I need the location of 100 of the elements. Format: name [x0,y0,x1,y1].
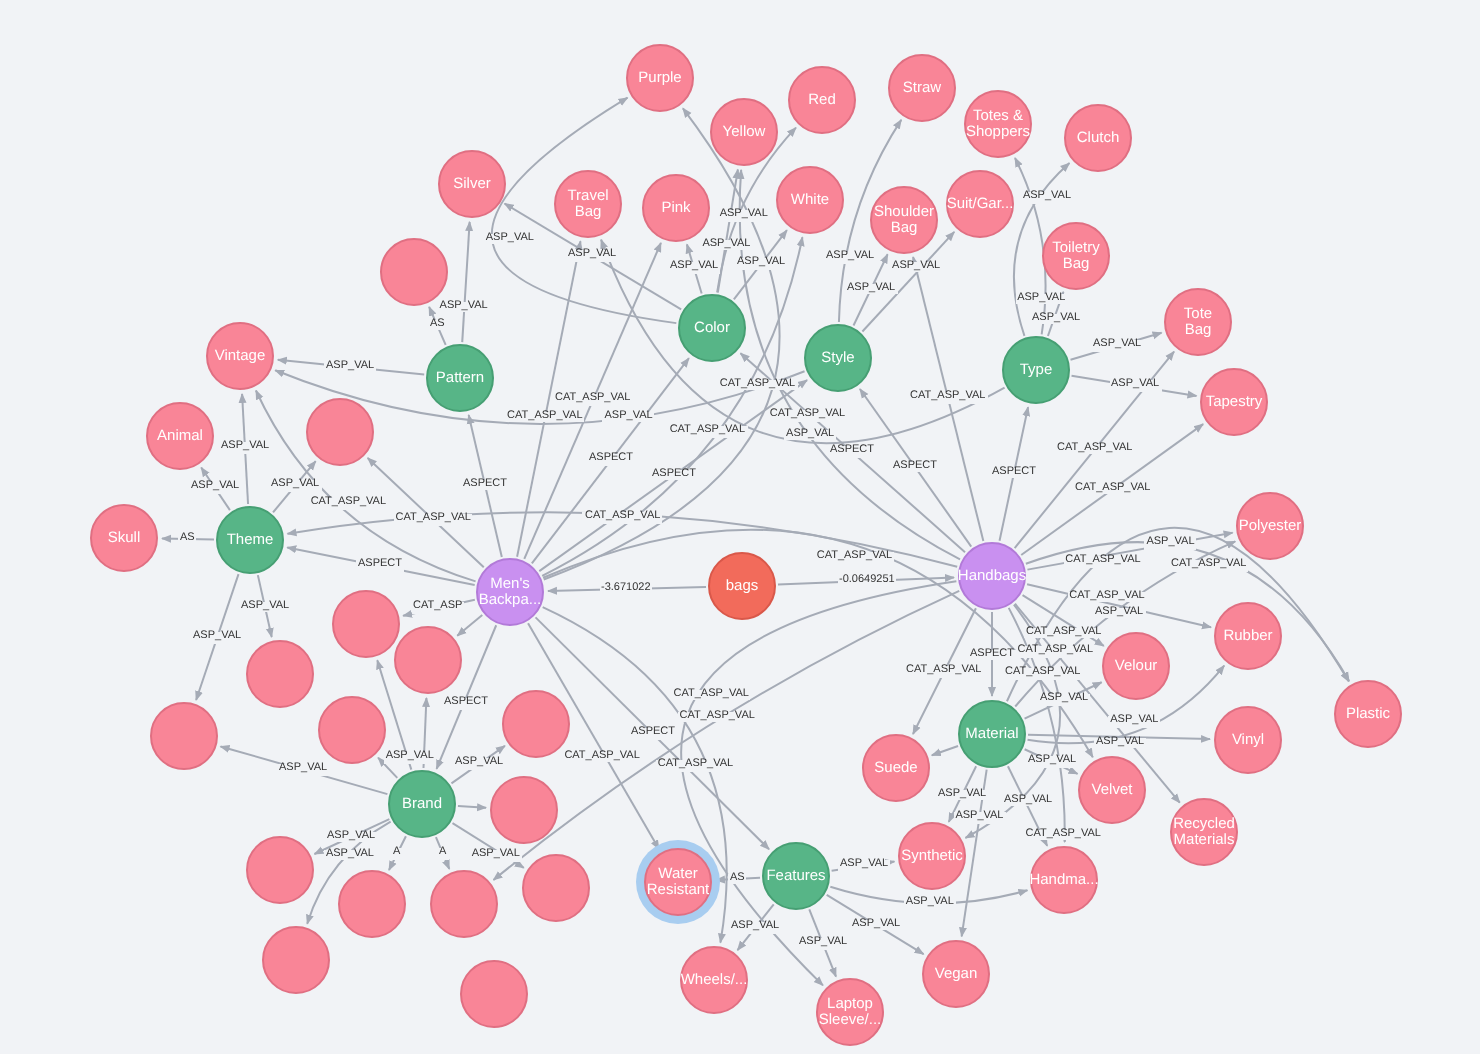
relationship-arrow [256,574,274,638]
relationship-arrow [1013,350,1176,550]
relationship-arrow [861,230,956,333]
value-node [1102,632,1170,700]
relationship-arrow [988,611,996,697]
relationship-arrow [1013,162,1071,337]
relationship-arrow [930,745,960,757]
relationship-arrow [534,616,771,851]
value-node [1064,104,1132,172]
value-node [522,854,590,922]
value-node [922,940,990,1008]
value-node [776,166,844,234]
aspect-node [1002,336,1070,404]
relationship-arrow [527,622,660,851]
relationship-arrow [541,606,728,944]
relationship-arrow [435,624,498,770]
value-node [1164,288,1232,356]
relationship-arrow [808,908,837,978]
relationship-arrow [716,168,741,294]
value-node [1078,756,1146,824]
value-node [888,54,956,122]
relationship-arrow [1020,423,1205,556]
value-node [898,822,966,890]
value-node [1042,222,1110,290]
value-node [332,590,400,658]
value-node [90,504,158,572]
relationship-arrow [503,202,683,311]
relationship-arrow [254,389,477,583]
relationship-arrow [530,357,690,565]
value-node [1170,798,1238,866]
value-node [1214,706,1282,774]
relationship-arrow [542,107,781,581]
relationship-arrow [516,240,583,558]
value-node [490,776,558,844]
aspect-node [678,294,746,362]
value-node [206,322,274,390]
aspect-node [958,700,1026,768]
relationship-arrow [1005,526,1350,703]
relationship-arrow [998,406,1031,542]
relationship-arrow [541,236,805,577]
value-node [318,696,386,764]
aspect-node [762,842,830,910]
value-node [246,836,314,904]
value-node [394,626,462,694]
value-node [338,870,406,938]
relationship-arrow [1027,733,1211,743]
aspect-node [388,770,456,838]
relationship-arrow [195,573,240,701]
relationship-arrow [739,352,967,554]
bags-node [708,552,776,620]
relationship-arrow [959,768,988,938]
value-node [1214,602,1282,670]
relationship-arrow [1006,765,1049,847]
relationship-arrow [388,835,407,871]
value-node [430,870,498,938]
relationship-arrow [366,457,485,569]
relationship-arrow [306,820,392,925]
value-node [816,978,884,1046]
aspect-node [216,506,284,574]
value-node [870,186,938,254]
value-node [710,98,778,166]
value-node [680,946,748,1014]
relationship-arrow [947,765,978,823]
relationship-arrow [376,659,413,771]
category-node [476,558,544,626]
relationship-arrow [732,229,788,301]
value-node [1030,846,1098,914]
value-node [150,702,218,770]
relationship-arrow [238,392,250,506]
value-node [788,66,856,134]
relationship-arrow [825,893,925,956]
value-node [946,170,1014,238]
relationship-arrow [736,168,962,561]
aspect-node [426,344,494,412]
value-node [262,926,330,994]
value-node [1200,368,1268,436]
value-node [460,960,528,1028]
relationship-arrow [1021,594,1105,647]
relationship-arrow [542,528,1094,759]
aspect-node [804,324,872,392]
value-node [306,398,374,466]
relationship-arrow [523,241,662,560]
relationship-arrow [680,580,958,987]
relationship-arrow [377,756,399,779]
relationship-arrow [1026,664,1226,745]
relationship-arrow [837,118,903,323]
relationship-arrow [492,589,961,881]
relationship-arrow [911,255,985,543]
relationship-arrow [434,836,451,870]
value-node [554,170,622,238]
value-node [642,174,710,242]
relationship-arrow [491,96,678,325]
value-node [1334,680,1402,748]
category-node [958,542,1026,610]
relationship-arrow [852,253,889,327]
relationship-arrow [456,803,488,812]
value-node [438,150,506,218]
value-node [246,640,314,708]
relationship-arrow [912,607,977,735]
value-node [964,90,1032,158]
